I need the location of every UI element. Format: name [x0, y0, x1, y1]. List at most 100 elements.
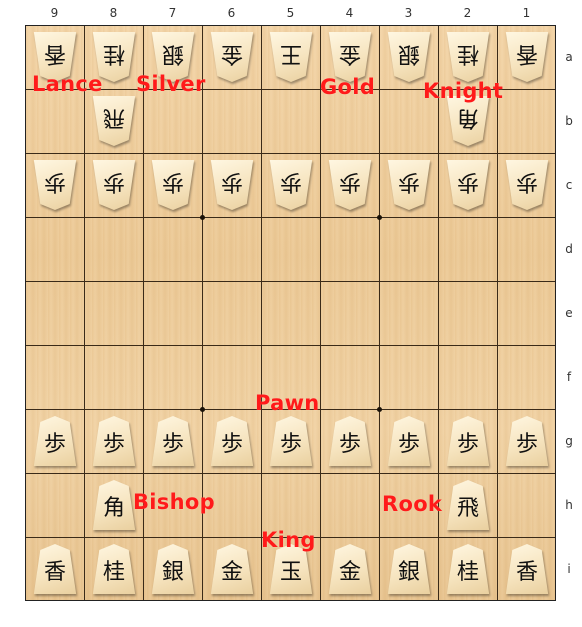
piece-label: 歩 [279, 432, 302, 457]
gote-king[interactable]: 王 [268, 32, 314, 82]
star-point [377, 215, 382, 220]
shogi-board[interactable]: 香 桂 銀 金 王 金 銀 桂 香 飛 角 歩 歩 歩 歩 歩 歩 歩 歩 歩 … [25, 25, 556, 601]
gote-pawn[interactable]: 歩 [268, 160, 314, 210]
piece-label: 桂 [102, 560, 125, 585]
piece-label: 銀 [161, 41, 184, 66]
gote-silver[interactable]: 銀 [386, 32, 432, 82]
annotation-pawn: Pawn [255, 391, 320, 415]
sente-pawn[interactable]: 歩 [209, 416, 255, 466]
star-point [200, 215, 205, 220]
annotation-silver: Silver [136, 72, 206, 96]
annotation-king: King [261, 528, 316, 552]
grid-line [26, 537, 555, 538]
file-label-5: 5 [286, 6, 295, 20]
gote-pawn[interactable]: 歩 [91, 160, 137, 210]
sente-king[interactable]: 玉 [268, 544, 314, 594]
gote-rook[interactable]: 飛 [91, 96, 137, 146]
sente-pawn[interactable]: 歩 [327, 416, 373, 466]
annotation-lance: Lance [32, 72, 103, 96]
piece-label: 歩 [456, 432, 479, 457]
sente-pawn[interactable]: 歩 [150, 416, 196, 466]
sente-bishop[interactable]: 角 [91, 480, 137, 530]
sente-knight[interactable]: 桂 [91, 544, 137, 594]
gote-gold[interactable]: 金 [327, 32, 373, 82]
grid-line [320, 26, 321, 600]
sente-knight[interactable]: 桂 [445, 544, 491, 594]
star-point [200, 407, 205, 412]
sente-silver[interactable]: 銀 [150, 544, 196, 594]
file-label-8: 8 [109, 6, 118, 20]
sente-pawn[interactable]: 歩 [504, 416, 550, 466]
sente-pawn[interactable]: 歩 [91, 416, 137, 466]
grid-line [84, 26, 85, 600]
gote-pawn[interactable]: 歩 [209, 160, 255, 210]
annotation-bishop: Bishop [133, 490, 215, 514]
piece-label: 歩 [515, 432, 538, 457]
piece-label: 銀 [397, 560, 420, 585]
piece-label: 歩 [279, 169, 302, 194]
grid-line [26, 345, 555, 346]
rank-label-h: h [565, 498, 573, 512]
piece-label: 金 [338, 41, 361, 66]
star-point [377, 407, 382, 412]
gote-gold[interactable]: 金 [209, 32, 255, 82]
piece-label: 金 [338, 560, 361, 585]
sente-lance[interactable]: 香 [504, 544, 550, 594]
annotation-knight: Knight [423, 79, 504, 103]
piece-label: 金 [220, 560, 243, 585]
rank-label-b: b [565, 114, 573, 128]
sente-lance[interactable]: 香 [32, 544, 78, 594]
piece-label: 香 [515, 560, 538, 585]
annotation-rook: Rook [382, 492, 443, 516]
piece-label: 歩 [161, 432, 184, 457]
piece-label: 角 [456, 105, 479, 130]
gote-knight[interactable]: 桂 [445, 32, 491, 82]
sente-pawn[interactable]: 歩 [445, 416, 491, 466]
gote-pawn[interactable]: 歩 [150, 160, 196, 210]
gote-pawn[interactable]: 歩 [386, 160, 432, 210]
sente-pawn[interactable]: 歩 [268, 416, 314, 466]
rank-label-a: a [565, 50, 573, 64]
sente-rook[interactable]: 飛 [445, 480, 491, 530]
grid-line [438, 26, 439, 600]
gote-pawn[interactable]: 歩 [32, 160, 78, 210]
rank-label-c: c [565, 178, 573, 192]
sente-silver[interactable]: 銀 [386, 544, 432, 594]
gote-pawn[interactable]: 歩 [445, 160, 491, 210]
gote-pawn[interactable]: 歩 [327, 160, 373, 210]
file-label-1: 1 [522, 6, 531, 20]
piece-label: 角 [102, 496, 125, 521]
sente-gold[interactable]: 金 [209, 544, 255, 594]
file-label-3: 3 [404, 6, 413, 20]
file-label-6: 6 [227, 6, 236, 20]
grid-line [26, 217, 555, 218]
file-label-7: 7 [168, 6, 177, 20]
gote-knight[interactable]: 桂 [91, 32, 137, 82]
file-label-9: 9 [50, 6, 59, 20]
sente-pawn[interactable]: 歩 [32, 416, 78, 466]
piece-label: 飛 [102, 105, 125, 130]
piece-label: 歩 [397, 169, 420, 194]
gote-lance[interactable]: 香 [504, 32, 550, 82]
sente-gold[interactable]: 金 [327, 544, 373, 594]
sente-pawn[interactable]: 歩 [386, 416, 432, 466]
rank-label-d: d [565, 242, 573, 256]
rank-label-e: e [565, 306, 573, 320]
piece-label: 歩 [161, 169, 184, 194]
piece-label: 歩 [397, 432, 420, 457]
grid-line [202, 26, 203, 600]
piece-label: 王 [279, 41, 302, 66]
gote-pawn[interactable]: 歩 [504, 160, 550, 210]
piece-label: 桂 [456, 41, 479, 66]
file-label-2: 2 [463, 6, 472, 20]
grid-line [26, 281, 555, 282]
piece-label: 玉 [279, 560, 302, 585]
piece-label: 歩 [102, 432, 125, 457]
gote-lance[interactable]: 香 [32, 32, 78, 82]
gote-bishop[interactable]: 角 [445, 96, 491, 146]
piece-label: 飛 [456, 496, 479, 521]
piece-label: 金 [220, 41, 243, 66]
rank-label-f: f [566, 370, 572, 384]
gote-silver[interactable]: 銀 [150, 32, 196, 82]
piece-label: 歩 [220, 169, 243, 194]
